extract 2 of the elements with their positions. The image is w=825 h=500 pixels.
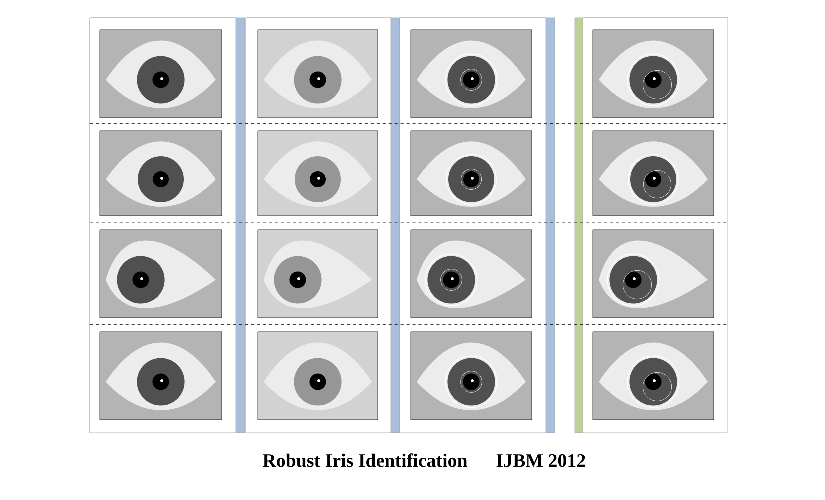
citation-label: IJBM 2012	[496, 454, 586, 468]
caption: Robust Iris Identification	[263, 454, 468, 468]
